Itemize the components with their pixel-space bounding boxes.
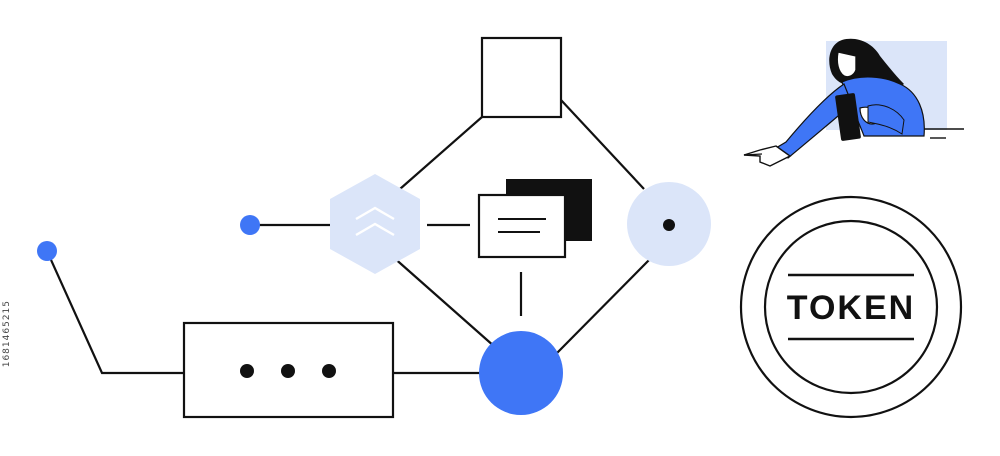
stock-id-label: 1681465215 [2, 300, 12, 368]
ellipsis-box [182, 321, 395, 419]
token-coin-icon: TOKEN [739, 195, 963, 419]
line-square-to-gray-circle [560, 99, 645, 190]
line-gray-circle-to-blue-circle [556, 258, 651, 354]
woman-with-tablet-pointing [743, 38, 964, 167]
hexagon-chevron-up-icon [330, 174, 420, 274]
middle-blue-dot [240, 215, 260, 235]
filled-circle-node [479, 331, 563, 415]
stacked-documents-icon [477, 179, 592, 259]
left-blue-dot [37, 241, 57, 261]
connector-lines [45, 99, 651, 375]
token-label: TOKEN [787, 289, 915, 327]
line-hexagon-to-blue-circle [391, 255, 496, 348]
top-square-node [480, 36, 563, 119]
line-square-to-hexagon [391, 116, 483, 197]
dot-circle-node [627, 182, 711, 266]
line-left-dot-to-box [45, 250, 184, 375]
